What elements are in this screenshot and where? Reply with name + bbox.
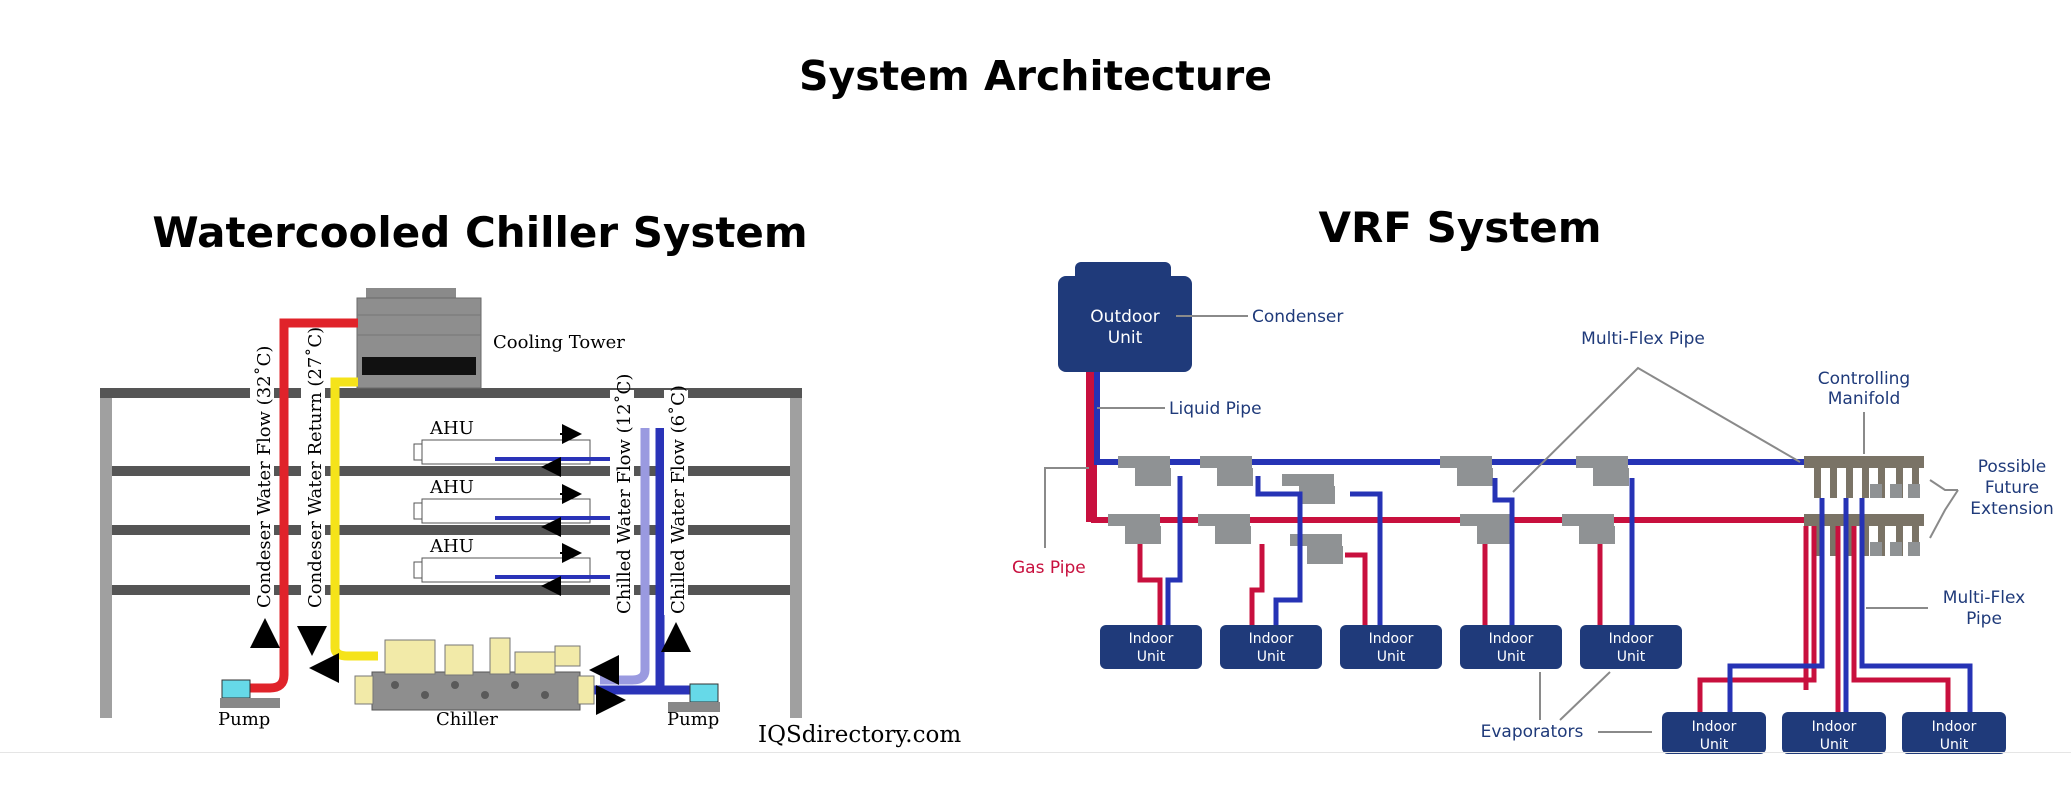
chilled-flow-6-label: Chilled Water Flow (6˚C) (667, 385, 689, 614)
roof-slab (100, 388, 802, 398)
gas-pipe-main (1091, 372, 1812, 523)
source-credit: IQSdirectory.com (758, 722, 961, 748)
indoor-units-lower (1662, 712, 2006, 754)
liquid-pipe-main (1094, 372, 1812, 465)
vrf-panel-title: VRF System (1318, 203, 1602, 252)
chilled-flow-12-label: Chilled Water Flow (12˚C) (613, 374, 635, 614)
ahu-label-1: AHU (429, 418, 474, 439)
pump-left-label: Pump (218, 709, 270, 730)
controlling-manifold-label-1: Controlling (1818, 369, 1910, 389)
future-extension-label-1: Possible (1978, 457, 2046, 477)
branch-fittings (1108, 456, 1629, 564)
ahu-label-2: AHU (429, 477, 474, 498)
building-column-left (100, 388, 112, 718)
outdoor-unit-label-1: Outdoor (1090, 307, 1159, 327)
chiller-unit-icon (354, 637, 595, 711)
indoor-unit-4-label-1: Indoor (1489, 631, 1534, 647)
indoor-unit-7-label-2: Unit (1820, 737, 1849, 753)
indoor-unit-2-label-1: Indoor (1249, 631, 1294, 647)
ahu-unit-2 (413, 484, 610, 537)
cooling-tower-icon (356, 288, 482, 389)
floor-slab-1 (112, 466, 790, 476)
indoor-unit-2-label-2: Unit (1257, 649, 1286, 665)
indoor-unit-5-label-1: Indoor (1609, 631, 1654, 647)
future-extension-label-3: Extension (1970, 499, 2053, 519)
controlling-manifold (1804, 456, 1924, 556)
condenser-return-pipe (330, 377, 378, 661)
page-title: System Architecture (798, 52, 1273, 100)
chiller-diagram: Cooling Tower AHU AHU (100, 288, 961, 748)
pump-right-icon (668, 683, 720, 712)
condenser-flow-label: Condeser Water Flow (32˚C) (253, 346, 275, 608)
cooling-tower-label: Cooling Tower (493, 332, 625, 353)
evaporators-label: Evaporators (1481, 722, 1584, 742)
indoor-unit-3-label-1: Indoor (1369, 631, 1414, 647)
controlling-manifold-label-2: Manifold (1828, 389, 1900, 409)
chilled-return-pipe (600, 428, 650, 685)
pump-right-label: Pump (667, 709, 719, 730)
multi-flex-pipe-label: Multi-Flex Pipe (1581, 329, 1705, 349)
outdoor-unit-box (1058, 276, 1192, 372)
condenser-flow-pipe (279, 318, 358, 675)
indoor-units-upper (1100, 625, 1682, 669)
outdoor-unit-label-2: Unit (1108, 328, 1143, 348)
future-extension-label-2: Future (1985, 478, 2039, 498)
ahu-unit-3 (413, 543, 610, 596)
bottom-divider (0, 752, 2071, 753)
liquid-pipe-label: Liquid Pipe (1169, 399, 1262, 419)
building-column-right (790, 388, 802, 718)
indoor-unit-7-label-1: Indoor (1812, 719, 1857, 735)
gas-pipe-label: Gas Pipe (1012, 558, 1086, 578)
indoor-unit-1-label-1: Indoor (1129, 631, 1174, 647)
vrf-diagram: Outdoor Unit Condenser Liquid Pipe Gas P… (1012, 262, 2054, 754)
indoor-unit-5-label-2: Unit (1617, 649, 1646, 665)
indoor-unit-3-label-2: Unit (1377, 649, 1406, 665)
indoor-unit-6-label-1: Indoor (1692, 719, 1737, 735)
chiller-panel-title: Watercooled Chiller System (152, 208, 808, 257)
indoor-unit-6-label-2: Unit (1700, 737, 1729, 753)
condenser-return-label: Condeser Water Return (27˚C) (304, 327, 326, 608)
indoor-unit-8-label-2: Unit (1940, 737, 1969, 753)
floor-slab-3 (112, 585, 790, 595)
multi-flex-pipe-right-label-1: Multi-Flex (1943, 588, 2025, 608)
chiller-label: Chiller (436, 709, 498, 730)
ahu-label-3: AHU (429, 536, 474, 557)
indoor-unit-8-label-1: Indoor (1932, 719, 1977, 735)
multi-flex-pipe-right-label-2: Pipe (1966, 609, 2002, 629)
indoor-unit-1-label-2: Unit (1137, 649, 1166, 665)
indoor-unit-4-label-2: Unit (1497, 649, 1526, 665)
floor-slab-2 (112, 525, 790, 535)
ahu-unit-1 (413, 424, 610, 477)
pump-left-icon (220, 679, 280, 708)
condenser-label: Condenser (1252, 307, 1343, 327)
